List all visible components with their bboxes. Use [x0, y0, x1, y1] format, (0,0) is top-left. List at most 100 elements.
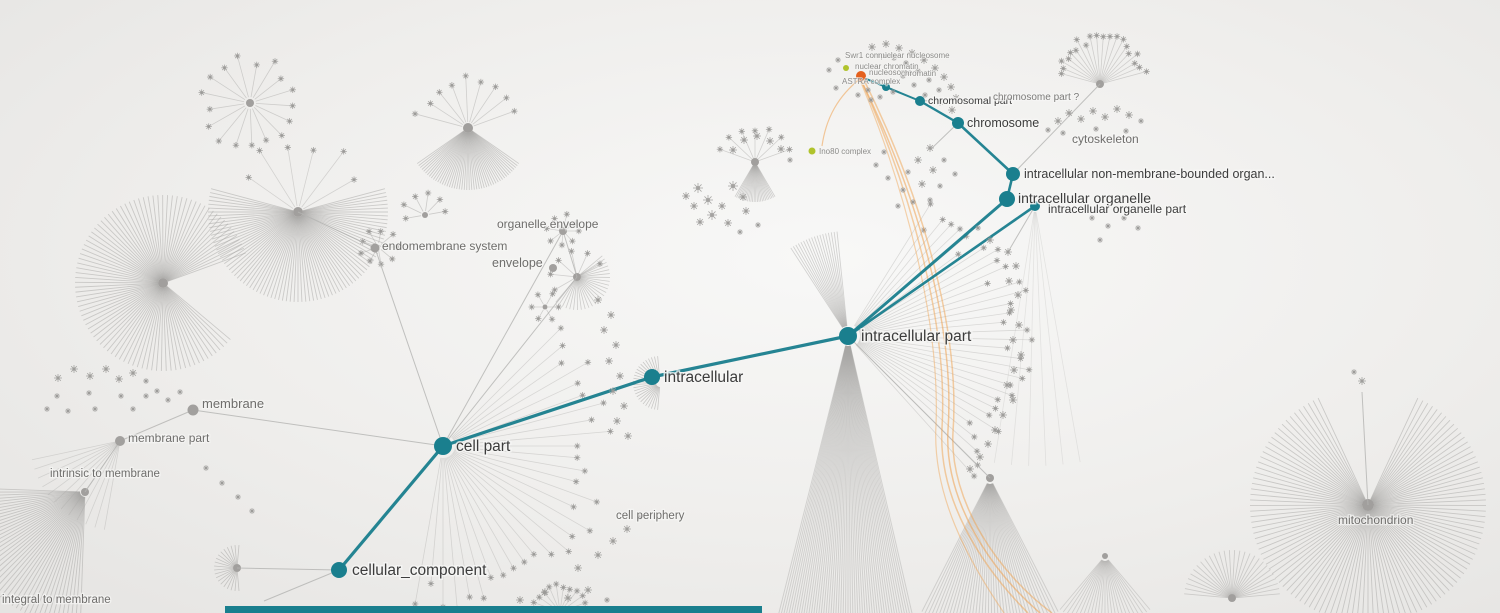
leaf-node-glyph [503, 94, 510, 102]
fan-cluster [0, 488, 89, 613]
leaf-node-glyph [740, 136, 748, 144]
term-label: chromatin [901, 69, 936, 78]
leaf-node-glyph [937, 183, 943, 189]
leaf-node-glyph [613, 417, 621, 425]
graph-node-cell-part[interactable] [434, 437, 452, 455]
leaf-node-glyph [966, 419, 973, 427]
leaf-node-glyph [1097, 237, 1103, 243]
node-label-intracellular: intracellular [664, 369, 743, 386]
leaf-node-glyph [609, 537, 617, 545]
leaf-node-glyph [868, 43, 876, 51]
leaf-node-glyph [1012, 262, 1020, 270]
term-label: ASTRA complex [842, 77, 900, 86]
node-label-intracellular-organelle: intracellular organelle [1018, 190, 1151, 206]
leaf-node-glyph [565, 548, 572, 555]
leaf-node-glyph [737, 229, 743, 235]
leaf-node-glyph [234, 52, 241, 60]
nucleosome-node[interactable] [856, 71, 866, 81]
graph-node-intracellular-part[interactable] [839, 327, 857, 345]
graph-node-intracellular-organelle[interactable] [999, 191, 1015, 207]
leaf-node-glyph [394, 243, 401, 251]
term-label: nuclear nucleosome [878, 51, 950, 60]
leaf-node-glyph [143, 378, 149, 384]
leaf-node-glyph [1113, 105, 1121, 113]
node-label-intracellular-part: intracellular part [861, 328, 972, 345]
leaf-node-glyph [826, 67, 832, 73]
leaf-node-glyph [716, 146, 724, 153]
leaf-node-glyph [560, 584, 567, 591]
leaf-node-glyph [277, 75, 285, 82]
leaf-node-glyph [530, 551, 538, 558]
leaf-node-glyph [575, 227, 583, 235]
leaf-node-glyph [999, 411, 1007, 419]
leaf-node-glyph [571, 220, 579, 228]
leaf-node-glyph [1045, 127, 1051, 133]
fan-cluster [547, 247, 604, 294]
leaf-node-glyph [1014, 291, 1022, 299]
ino80-node[interactable] [808, 147, 816, 155]
leaf-node-glyph [492, 83, 499, 90]
leaf-node-glyph [956, 225, 964, 233]
leaf-node-glyph [154, 388, 160, 394]
envelope-node[interactable] [549, 264, 557, 272]
leaf-node-glyph [690, 202, 698, 210]
leaf-node-glyph [624, 432, 632, 440]
leaf-node-glyph [289, 86, 296, 93]
graph-node-chromatin-cluster[interactable] [882, 83, 890, 91]
leaf-node-glyph [908, 49, 916, 57]
leaf-node-glyph [1077, 115, 1085, 123]
leaf-node-glyph [873, 162, 879, 168]
leaf-node-glyph [310, 146, 317, 154]
leaf-node-glyph [1009, 396, 1017, 404]
leaf-node-glyph [976, 453, 984, 461]
graph-node-chromosome[interactable] [952, 117, 964, 129]
leaf-node-glyph [895, 203, 901, 209]
organelle-envelope-node[interactable] [559, 227, 567, 235]
leaf-node-glyph [596, 260, 604, 267]
leaf-node-glyph [1082, 41, 1090, 49]
leaf-node-glyph [102, 365, 110, 373]
term-label: membrane [202, 396, 264, 411]
leaf-node-glyph [271, 58, 279, 65]
leaf-node-glyph [742, 207, 750, 215]
leaf-node-glyph [547, 237, 554, 245]
fan-cluster [530, 580, 589, 612]
graph-node-intracellular-organelle-part[interactable] [1030, 201, 1040, 211]
green-node[interactable] [843, 65, 849, 71]
leaf-node-glyph [278, 132, 285, 139]
graph-node-cellular-component[interactable] [331, 562, 347, 578]
leaf-node-glyph [753, 132, 761, 140]
leaf-node-glyph [1019, 375, 1026, 382]
term-label: integral to membrane [2, 594, 111, 606]
fan-cluster [1184, 550, 1280, 602]
leaf-node-glyph [249, 508, 255, 514]
leaf-node-glyph [939, 216, 946, 223]
graph-node-chromosomal-part[interactable] [915, 96, 925, 106]
leaf-node-glyph [558, 241, 566, 249]
leaf-node-glyph [1120, 36, 1127, 43]
endomembrane-node[interactable] [370, 243, 380, 253]
fan-cluster [1059, 553, 1151, 613]
term-label: chromosome part ? [993, 92, 1080, 103]
leaf-node-glyph [991, 426, 999, 434]
leaf-node-glyph [203, 465, 209, 471]
term-label: Swr1 complex [845, 51, 895, 60]
leaf-node-glyph [594, 551, 602, 559]
membrane-node[interactable] [187, 404, 199, 416]
membrane-part-node[interactable] [115, 436, 125, 446]
leaf-node-glyph [516, 596, 524, 604]
graph-node-intracellular[interactable] [644, 369, 660, 385]
leaf-node-glyph [604, 597, 610, 603]
node-label-intracellular-nmb-organelle: intracellular non-membrane-bounded organ… [1024, 167, 1275, 181]
leaf-node-glyph [1073, 36, 1080, 43]
leaf-node-glyph [1106, 33, 1114, 40]
leaf-node-glyph [500, 571, 507, 579]
leaf-node-glyph [777, 145, 785, 153]
leaf-node-glyph [707, 210, 717, 220]
graph-node-intracellular-nmb-organelle[interactable] [1006, 167, 1020, 181]
leaf-node-glyph [581, 467, 589, 475]
leaf-node-glyph [1023, 326, 1031, 334]
leaf-node-glyph [548, 551, 555, 558]
leaf-node-glyph [1358, 377, 1366, 385]
